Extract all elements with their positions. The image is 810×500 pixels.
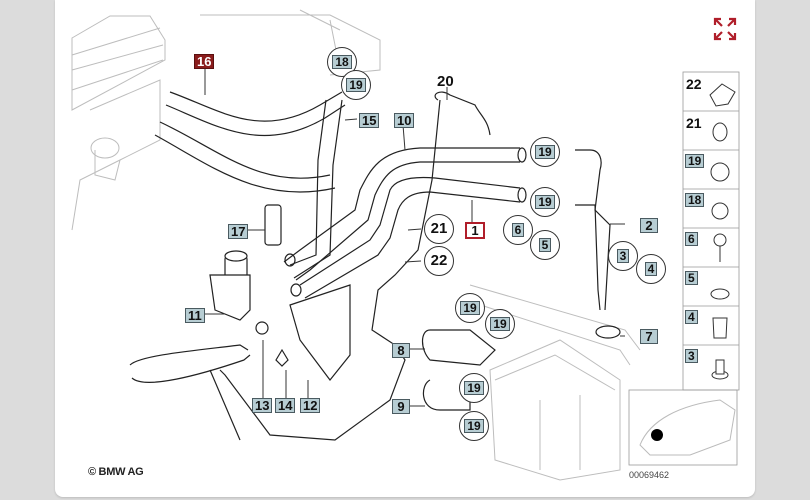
valve-drawing xyxy=(209,204,351,381)
callout-19-text: 19 xyxy=(490,317,510,331)
callout-18-text: 18 xyxy=(332,55,352,69)
callout-19-text: 19 xyxy=(535,195,555,209)
callout-18[interactable]: 18 xyxy=(327,47,357,77)
callout-21[interactable]: 21 xyxy=(424,214,454,244)
legend-num-18: 18 xyxy=(685,193,705,207)
callout-19[interactable]: 19 xyxy=(530,137,560,167)
legend-grid xyxy=(682,71,740,391)
callout-3-text: 3 xyxy=(616,249,630,263)
engine-block-drawing xyxy=(71,9,381,231)
callout-22-text: 22 xyxy=(430,252,448,269)
callout-20[interactable]: 20 xyxy=(437,73,454,90)
hose-clamp-icon xyxy=(712,122,728,142)
legend-num-19: 19 xyxy=(685,154,705,168)
callout-10[interactable]: 10 xyxy=(394,113,415,128)
copyright-text: © BMW AG xyxy=(88,466,144,478)
callout-19-text: 19 xyxy=(464,381,484,395)
screw-icon xyxy=(713,233,727,247)
leader-lines xyxy=(204,68,625,407)
expand-button[interactable] xyxy=(712,16,738,42)
callout-19[interactable]: 19 xyxy=(530,187,560,217)
callout-5-text: 5 xyxy=(538,238,552,252)
screw-clamp-icon xyxy=(710,162,730,182)
callout-2[interactable]: 2 xyxy=(640,218,658,233)
screw-clamp-small-icon xyxy=(711,202,729,220)
callout-19[interactable]: 19 xyxy=(459,373,489,403)
callout-14[interactable]: 14 xyxy=(275,398,296,413)
callout-9[interactable]: 9 xyxy=(392,399,410,414)
car-thumbnail xyxy=(628,389,738,466)
callout-22[interactable]: 22 xyxy=(424,246,454,276)
callout-17[interactable]: 17 xyxy=(228,224,249,239)
callout-13[interactable]: 13 xyxy=(252,398,273,413)
callout-19[interactable]: 19 xyxy=(341,70,371,100)
callout-8[interactable]: 8 xyxy=(392,343,410,358)
callout-6-text: 6 xyxy=(511,223,525,237)
callout-4[interactable]: 4 xyxy=(636,254,666,284)
callout-19[interactable]: 19 xyxy=(455,293,485,323)
legend-num-4: 4 xyxy=(685,310,698,324)
location-dot xyxy=(651,429,663,441)
callout-7[interactable]: 7 xyxy=(640,329,658,344)
callout-21-text: 21 xyxy=(430,220,448,237)
callout-1[interactable]: 1 xyxy=(465,222,485,239)
callout-19[interactable]: 19 xyxy=(459,411,489,441)
callout-19-text: 19 xyxy=(464,419,484,433)
legend-num-21: 21 xyxy=(686,115,702,131)
grommet-icon xyxy=(710,288,730,300)
clip-icon xyxy=(709,83,736,107)
legend-num-22: 22 xyxy=(686,76,702,92)
legend-num-6: 6 xyxy=(685,232,698,246)
callout-19[interactable]: 19 xyxy=(485,309,515,339)
nut-clip-icon xyxy=(712,317,728,339)
callout-5[interactable]: 5 xyxy=(530,230,560,260)
callout-11[interactable]: 11 xyxy=(185,308,205,323)
expand-icon xyxy=(713,17,737,41)
heater-box-drawing xyxy=(464,284,641,481)
callout-6[interactable]: 6 xyxy=(503,215,533,245)
legend-num-3: 3 xyxy=(685,349,698,363)
legend-icons xyxy=(709,83,736,380)
legend-num-5: 5 xyxy=(685,271,698,285)
callout-12[interactable]: 12 xyxy=(300,398,321,413)
callout-19-text: 19 xyxy=(535,145,555,159)
callout-19-text: 19 xyxy=(346,78,366,92)
callout-16[interactable]: 16 xyxy=(194,54,215,69)
callout-19-text: 19 xyxy=(460,301,480,315)
diagram-id: 00069462 xyxy=(629,470,670,480)
callout-4-text: 4 xyxy=(644,262,658,276)
callout-15[interactable]: 15 xyxy=(359,113,380,128)
callout-3[interactable]: 3 xyxy=(608,241,638,271)
